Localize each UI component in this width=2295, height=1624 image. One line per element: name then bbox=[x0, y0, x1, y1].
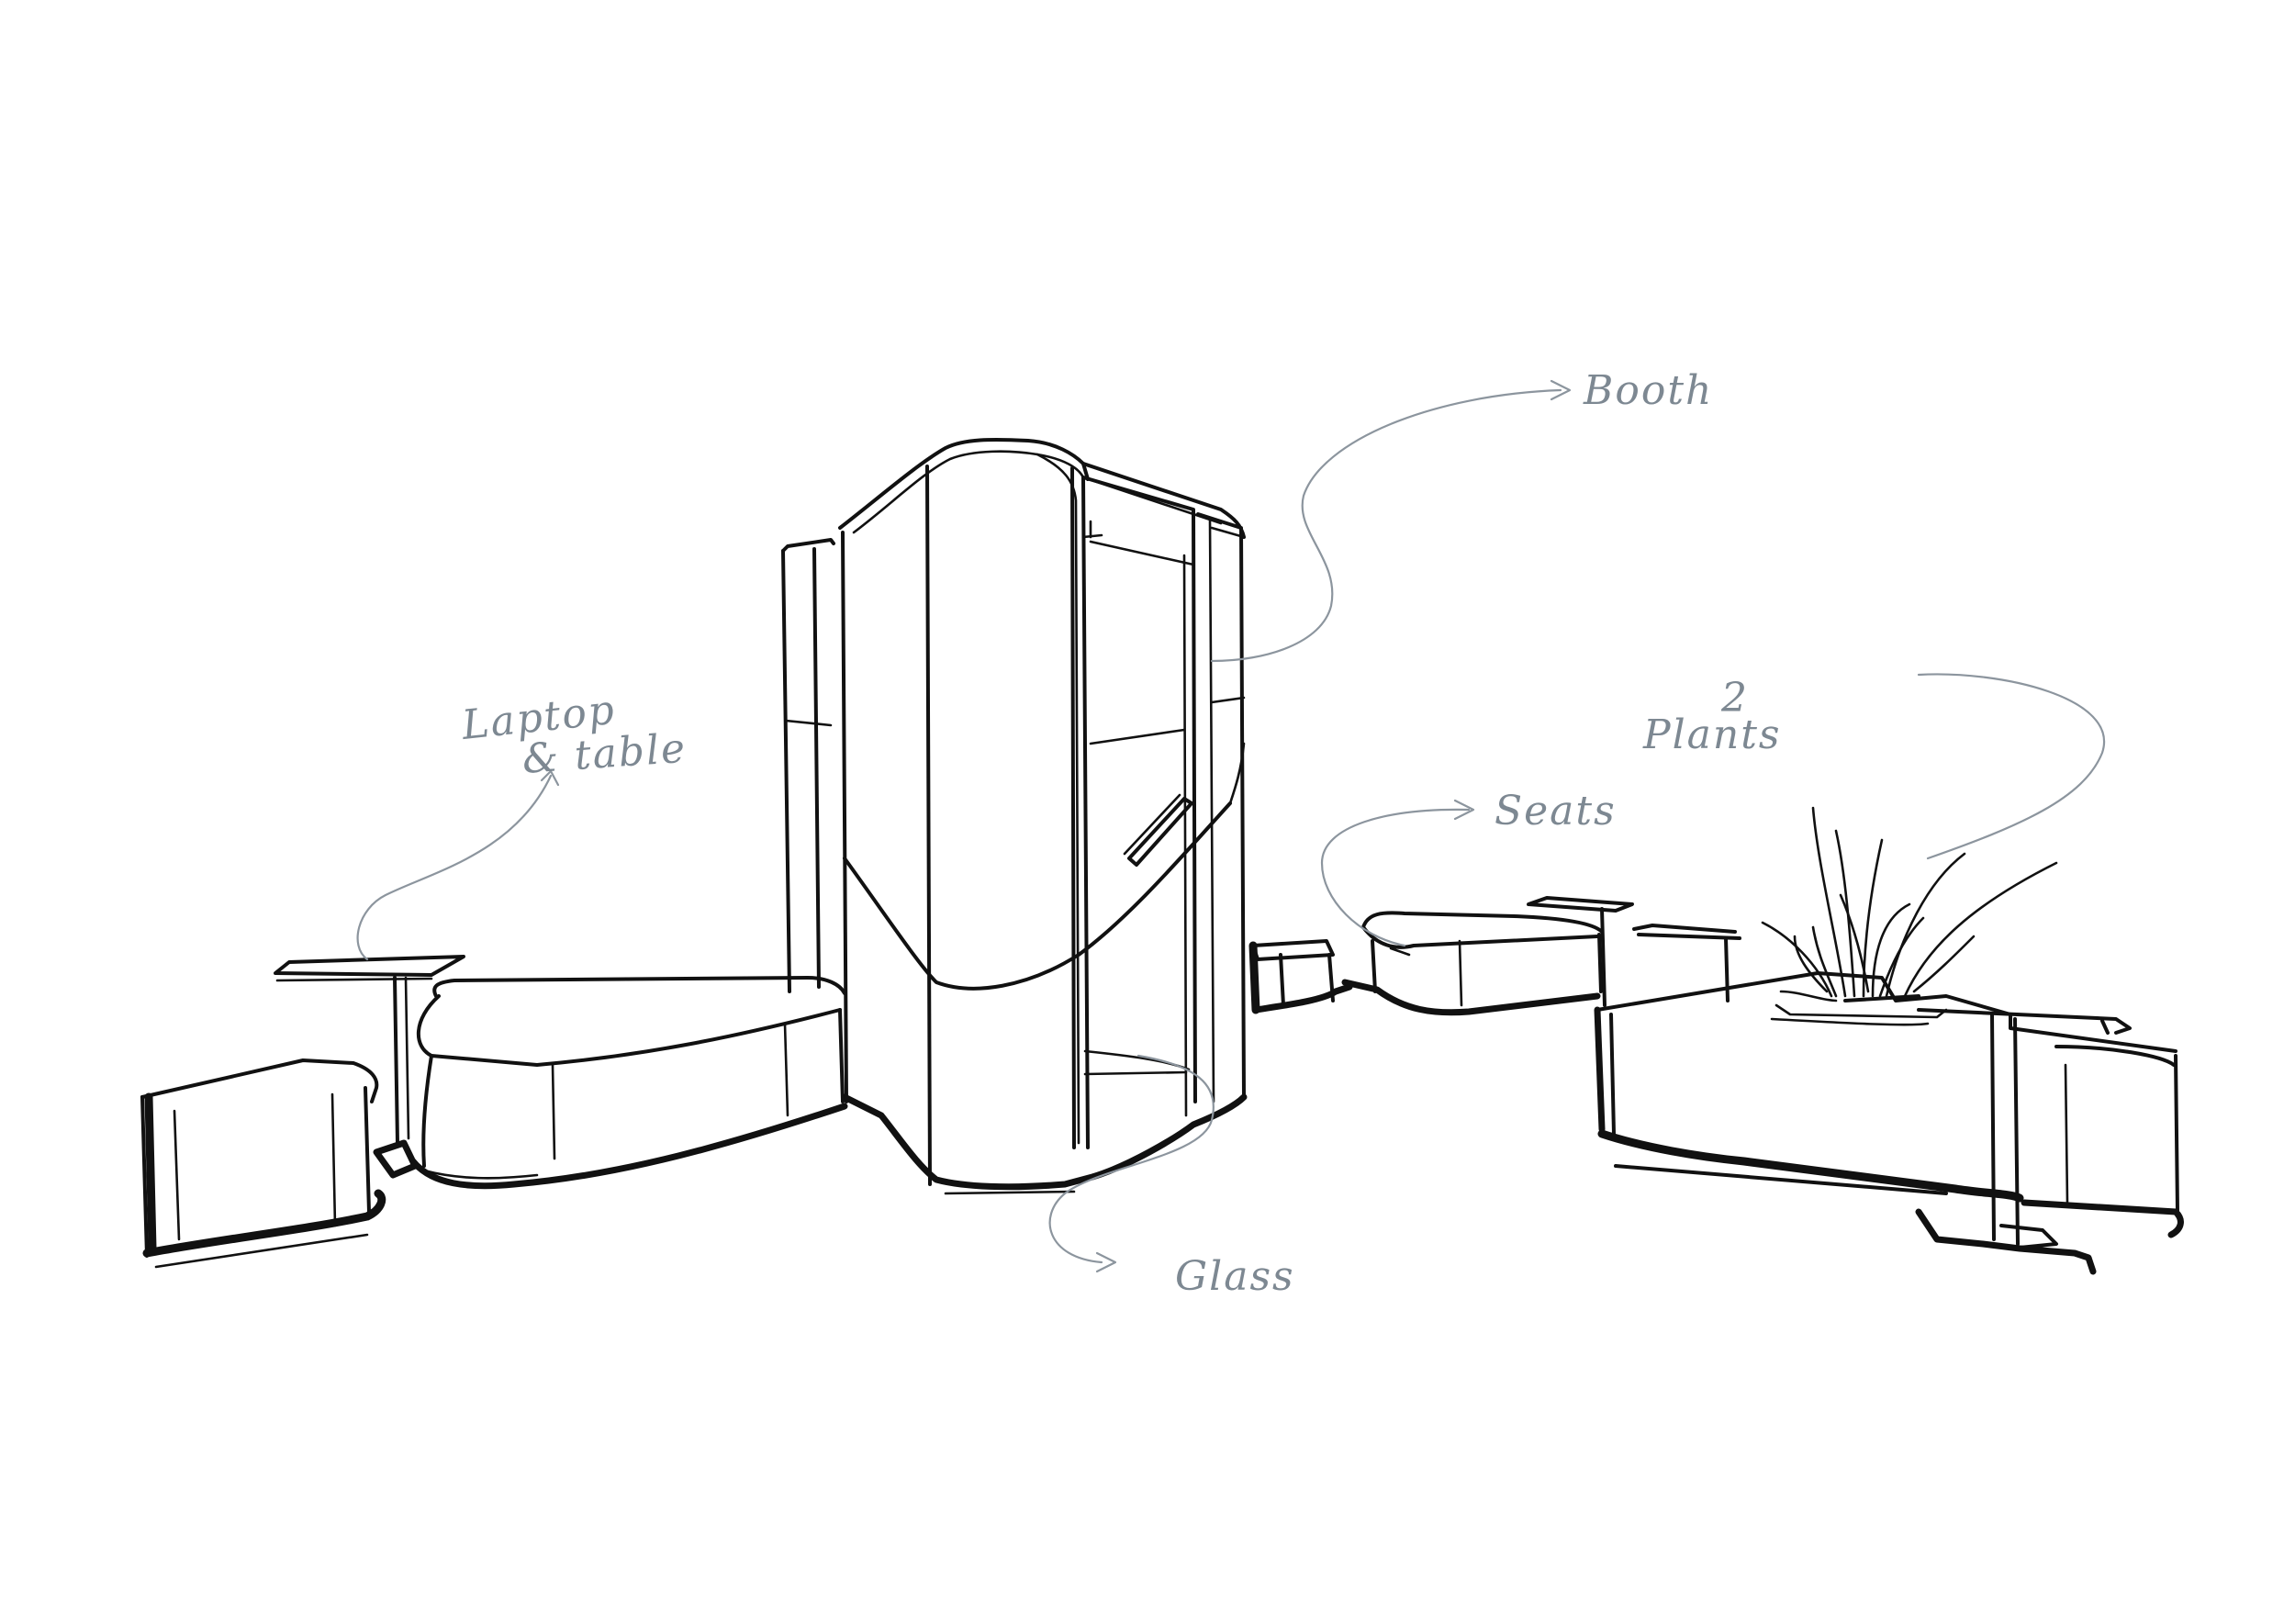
laptop-arrow-icon bbox=[540, 769, 560, 787]
plants-label-line2: Plants bbox=[1642, 711, 1782, 758]
plants-label-line1: 2 bbox=[1720, 675, 1749, 722]
seats-arrow-icon bbox=[1453, 799, 1475, 821]
booth-illustration bbox=[781, 437, 1248, 1195]
glass-leader-line bbox=[1048, 1054, 1215, 1264]
laptop-table-illustration bbox=[274, 955, 465, 1179]
booth-arrow-icon bbox=[1550, 379, 1572, 401]
annotation-leaders bbox=[356, 379, 2106, 1273]
glass-label: Glass bbox=[1175, 1253, 1295, 1300]
booth-leader-line bbox=[1210, 388, 1562, 663]
center-stool-illustration bbox=[1248, 939, 1353, 1014]
small-tables-illustration bbox=[1527, 896, 2132, 1035]
annotations: Booth Laptop & table 2 Plants Seats Glas… bbox=[459, 367, 1782, 1300]
left-bench-illustration bbox=[409, 976, 848, 1190]
planter-bench-illustration bbox=[1594, 971, 2184, 1275]
left-pouf-illustration bbox=[140, 1058, 386, 1269]
plants-leader-line bbox=[1917, 673, 2106, 860]
booth-label: Booth bbox=[1583, 367, 1713, 414]
laptop-leader-line bbox=[356, 774, 553, 961]
laptop-label-line2: & table bbox=[521, 725, 688, 783]
seats-leader-line bbox=[1320, 808, 1471, 947]
seats-illustration bbox=[1341, 911, 1604, 1016]
glass-arrow-icon bbox=[1095, 1251, 1117, 1273]
seats-label: Seats bbox=[1495, 788, 1617, 834]
plants-illustration bbox=[1761, 806, 2058, 1002]
